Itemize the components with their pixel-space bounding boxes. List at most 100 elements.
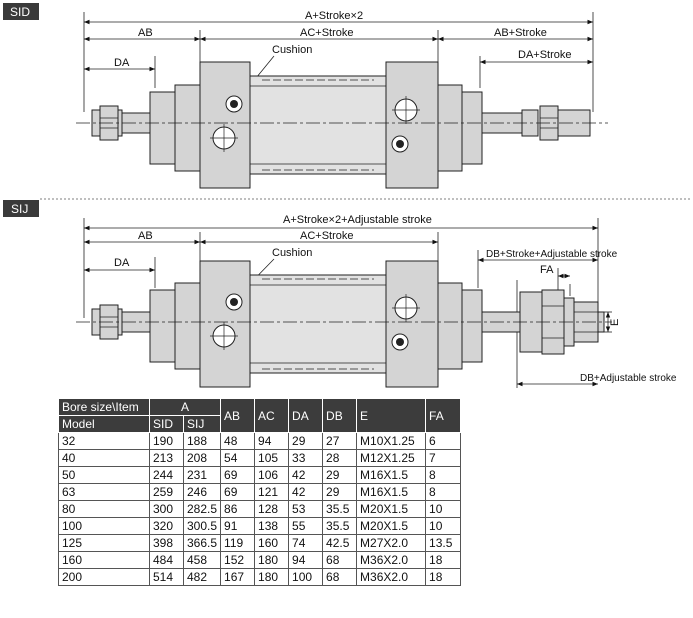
cell-db: 29 bbox=[322, 483, 358, 501]
cell-bore: 160 bbox=[58, 551, 150, 569]
dimension-table: Bore size\Item A AB AC DA DB E FA Model … bbox=[58, 398, 462, 586]
cell-bore: 63 bbox=[58, 483, 150, 501]
cell-a-sij: 300.5 bbox=[182, 517, 222, 535]
cell-e: M36X2.0 bbox=[356, 551, 427, 569]
sij-section-tag bbox=[3, 200, 39, 217]
header-e: E bbox=[356, 398, 427, 433]
cell-a-sij: 208 bbox=[182, 449, 222, 467]
header-model: Model bbox=[58, 415, 150, 433]
sid-overall-label: A+Stroke×2 bbox=[305, 10, 363, 22]
cell-db: 27 bbox=[322, 432, 358, 450]
cell-da: 94 bbox=[288, 551, 324, 569]
cell-ab: 69 bbox=[220, 483, 256, 501]
cell-a-sij: 246 bbox=[182, 483, 222, 501]
cell-bore: 50 bbox=[58, 466, 150, 484]
cell-ab: 167 bbox=[220, 568, 256, 586]
header-ac: AC bbox=[254, 398, 290, 433]
sij-db-top-label: DB+Stroke+Adjustable stroke bbox=[486, 249, 618, 260]
sid-ab-stroke-label: AB+Stroke bbox=[494, 27, 547, 39]
cell-e: M16X1.5 bbox=[356, 466, 427, 484]
cell-fa: 10 bbox=[425, 500, 462, 518]
cell-e: M20X1.5 bbox=[356, 500, 427, 518]
cell-ac: 106 bbox=[254, 466, 290, 484]
cell-ab: 48 bbox=[220, 432, 256, 450]
cell-e: M16X1.5 bbox=[356, 483, 427, 501]
cell-e: M12X1.25 bbox=[356, 449, 427, 467]
sij-overall-label: A+Stroke×2+Adjustable stroke bbox=[283, 214, 432, 226]
header-a: A bbox=[148, 398, 222, 416]
cell-db: 35.5 bbox=[322, 500, 358, 518]
sij-section: SIJ A+Stroke×2+Adjustable stroke AB bbox=[3, 200, 677, 388]
cell-db: 68 bbox=[322, 568, 358, 586]
cell-e: M20X1.5 bbox=[356, 517, 427, 535]
header-db: DB bbox=[322, 398, 358, 433]
cell-da: 42 bbox=[288, 483, 324, 501]
cell-fa: 8 bbox=[425, 483, 462, 501]
cell-ac: 138 bbox=[254, 517, 290, 535]
cell-db: 29 bbox=[322, 466, 358, 484]
cell-ab: 152 bbox=[220, 551, 256, 569]
cell-a-sij: 231 bbox=[182, 466, 222, 484]
cell-ac: 180 bbox=[254, 551, 290, 569]
sid-cushion-label: Cushion bbox=[272, 44, 312, 56]
cell-ac: 128 bbox=[254, 500, 290, 518]
cell-ac: 180 bbox=[254, 568, 290, 586]
cell-bore: 32 bbox=[58, 432, 150, 450]
cell-da: 100 bbox=[288, 568, 324, 586]
cell-fa: 6 bbox=[425, 432, 462, 450]
sij-ac-label: AC+Stroke bbox=[300, 230, 354, 242]
cell-ac: 94 bbox=[254, 432, 290, 450]
sid-section: SID A+Stroke×2 AB AC+Stroke AB+Stroke DA… bbox=[3, 3, 608, 189]
header-sij: SIJ bbox=[182, 415, 222, 433]
header-bore-size: Bore size\Item bbox=[58, 398, 150, 416]
cell-ab: 119 bbox=[220, 534, 256, 552]
cell-fa: 8 bbox=[425, 466, 462, 484]
sid-ab-label: AB bbox=[138, 27, 153, 39]
cell-fa: 7 bbox=[425, 449, 462, 467]
cell-e: M10X1.25 bbox=[356, 432, 427, 450]
sij-cylinder bbox=[91, 260, 605, 388]
cell-da: 74 bbox=[288, 534, 324, 552]
cell-bore: 80 bbox=[58, 500, 150, 518]
sij-ab-label: AB bbox=[138, 230, 153, 242]
cell-fa: 18 bbox=[425, 568, 462, 586]
header-ab: AB bbox=[220, 398, 256, 433]
cell-bore: 125 bbox=[58, 534, 150, 552]
sid-section-tag bbox=[3, 3, 39, 20]
cell-a-sid: 484 bbox=[149, 551, 184, 569]
cell-a-sid: 398 bbox=[149, 534, 184, 552]
sid-ac-label: AC+Stroke bbox=[300, 27, 354, 39]
cell-a-sij: 188 bbox=[182, 432, 222, 450]
cell-a-sij: 458 bbox=[182, 551, 222, 569]
sid-cylinder bbox=[91, 61, 591, 189]
cell-a-sid: 320 bbox=[149, 517, 184, 535]
cell-e: M36X2.0 bbox=[356, 568, 427, 586]
cell-bore: 40 bbox=[58, 449, 150, 467]
cell-a-sid: 190 bbox=[149, 432, 184, 450]
cell-ab: 86 bbox=[220, 500, 256, 518]
cell-ab: 91 bbox=[220, 517, 256, 535]
header-da: DA bbox=[288, 398, 324, 433]
cell-bore: 100 bbox=[58, 517, 150, 535]
cell-ac: 160 bbox=[254, 534, 290, 552]
header-fa: FA bbox=[425, 398, 462, 433]
cell-db: 68 bbox=[322, 551, 358, 569]
cell-e: M27X2.0 bbox=[356, 534, 427, 552]
cell-a-sid: 213 bbox=[149, 449, 184, 467]
cell-ac: 105 bbox=[254, 449, 290, 467]
cell-da: 55 bbox=[288, 517, 324, 535]
cell-da: 29 bbox=[288, 432, 324, 450]
cell-fa: 18 bbox=[425, 551, 462, 569]
sij-da-label: DA bbox=[114, 257, 130, 269]
sij-tag-label: SIJ bbox=[11, 202, 28, 216]
cell-db: 28 bbox=[322, 449, 358, 467]
